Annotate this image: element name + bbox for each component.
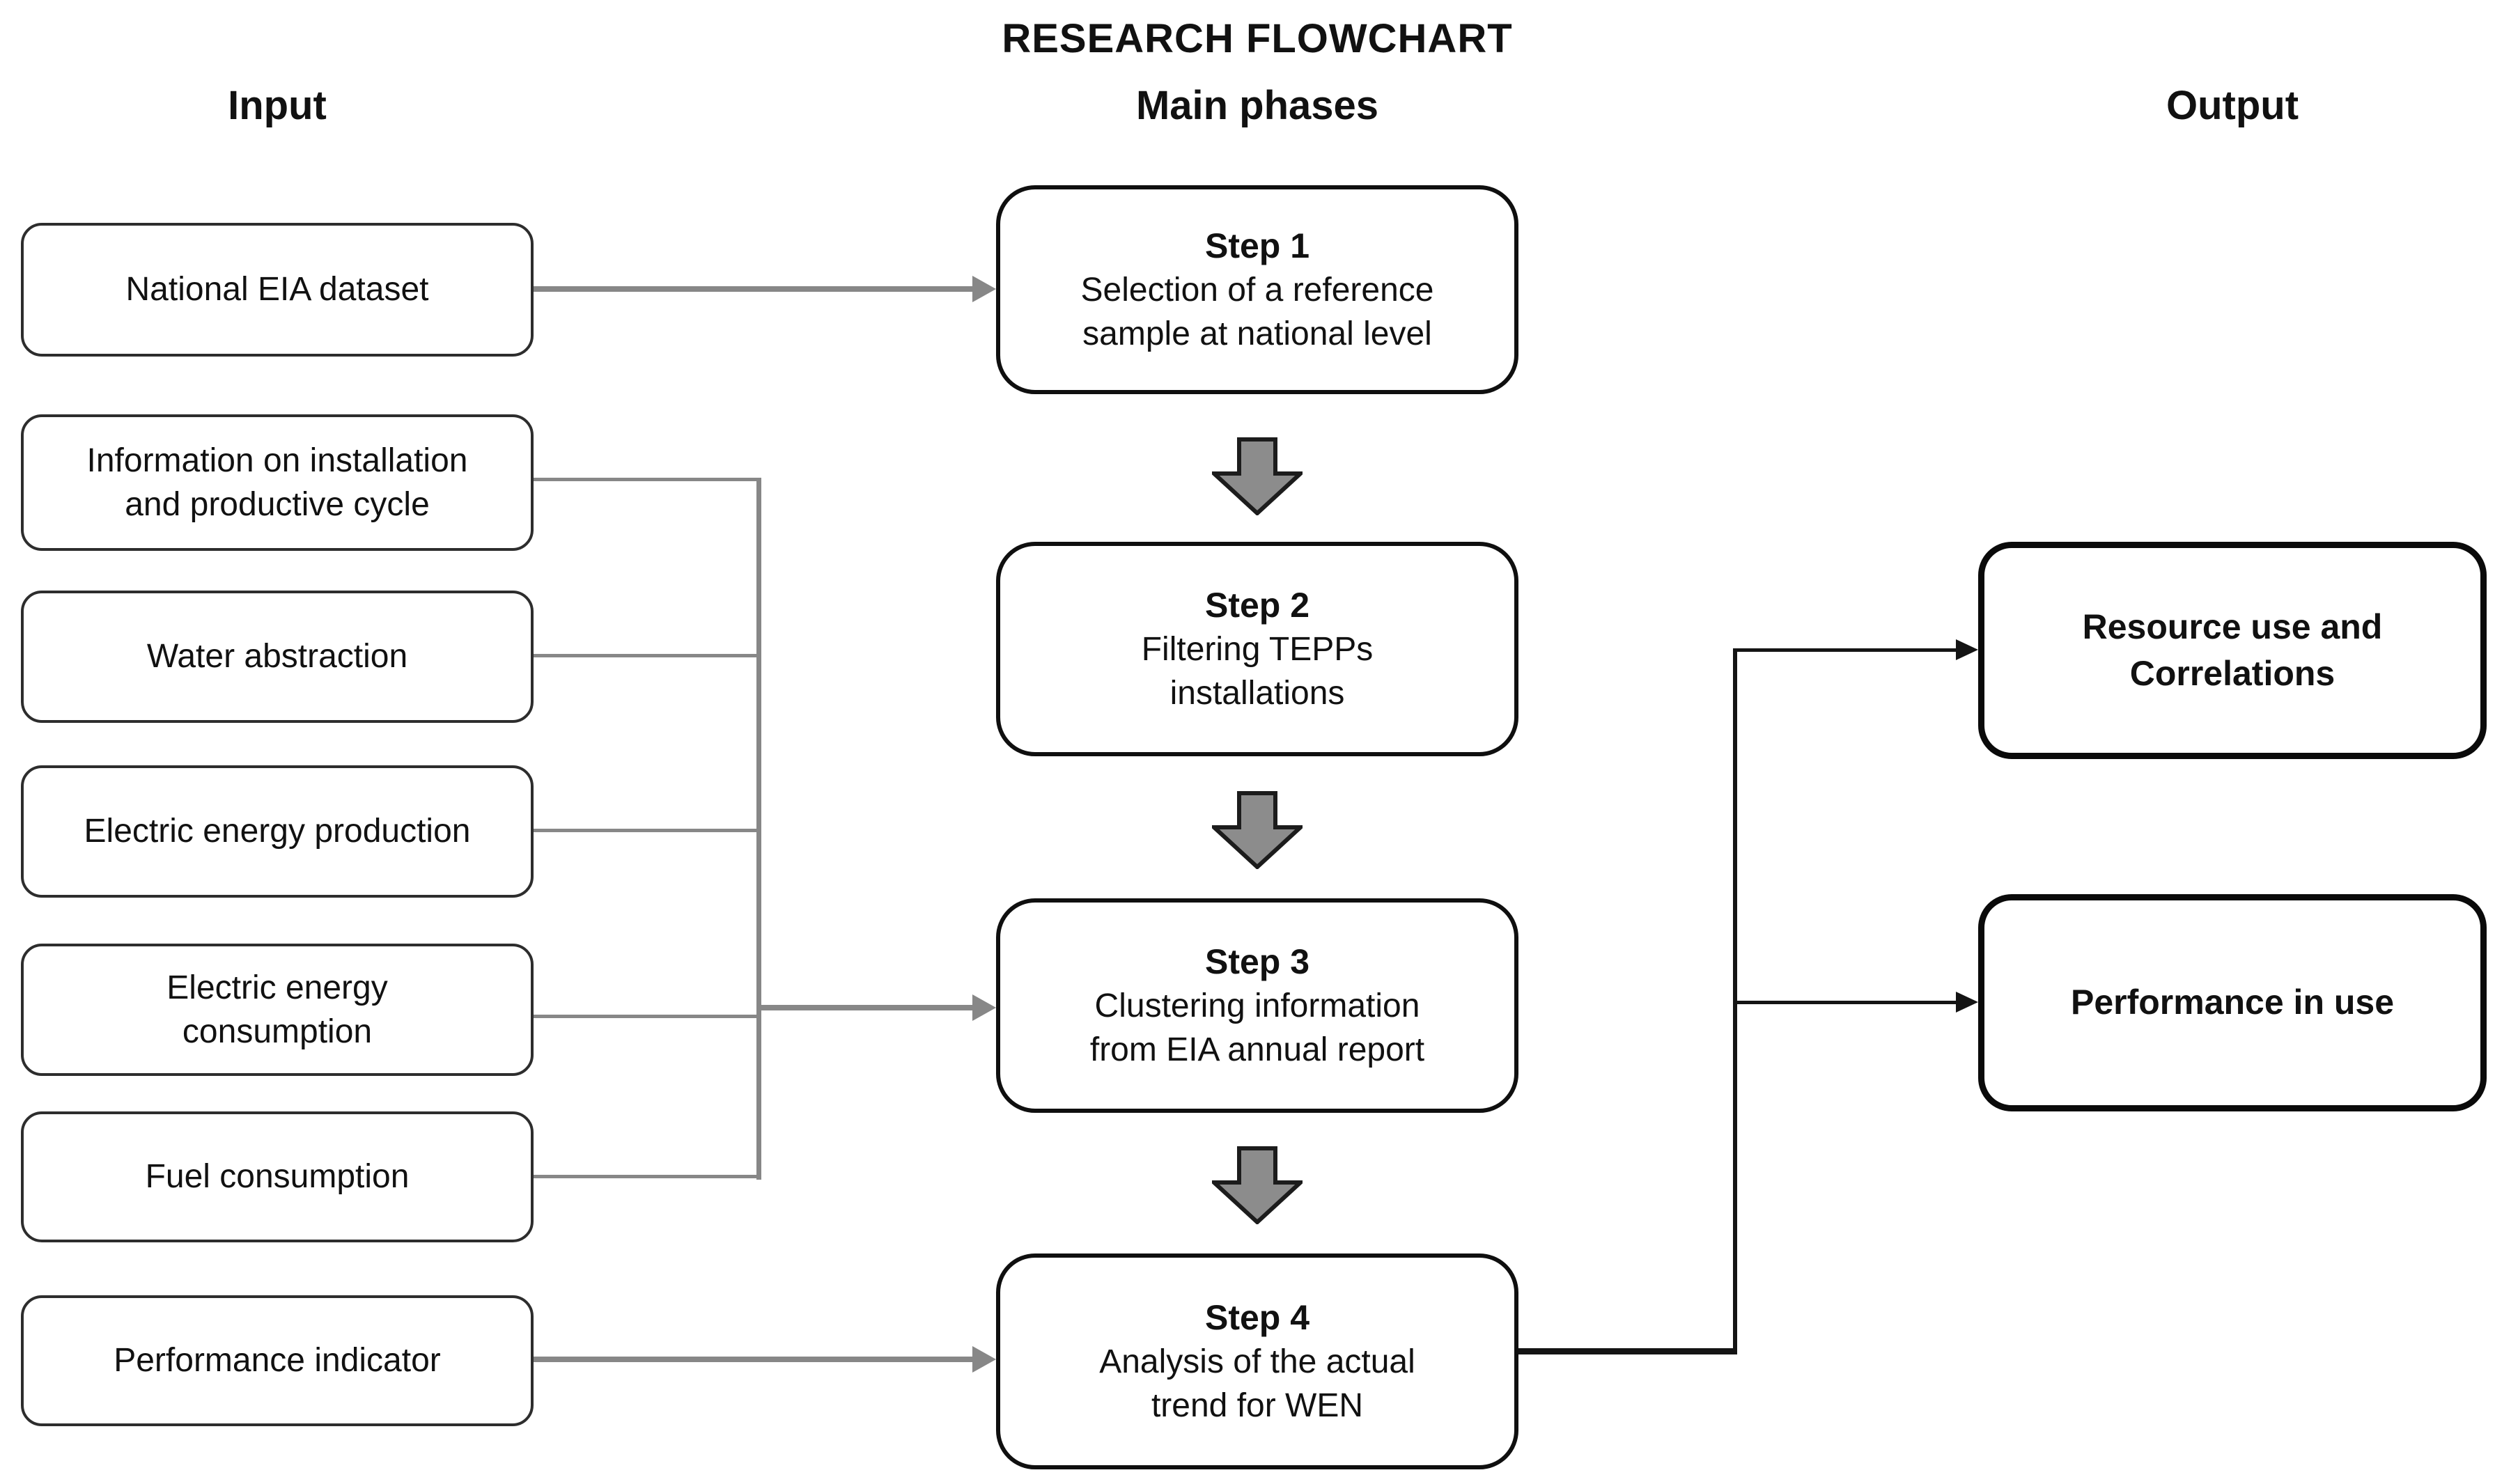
- connector-production-to-bus: [534, 829, 761, 832]
- input-box-electric-energy-consumption: Electric energy consumption: [21, 944, 534, 1076]
- input-box-label: Water abstraction: [146, 638, 408, 675]
- input-box-label: National EIA dataset: [125, 271, 429, 308]
- connector-fuel-to-bus: [534, 1175, 761, 1178]
- down-block-arrow-shape: [1212, 437, 1303, 515]
- step-box-4: Step 4 Analysis of the actual trend for …: [996, 1253, 1518, 1469]
- output-box-performance-in-use: Performance in use: [1978, 894, 2487, 1111]
- input-box-electric-energy-production: Electric energy production: [21, 765, 534, 898]
- input-box-label: Information on installation and producti…: [86, 442, 468, 523]
- step-title: Step 2: [1204, 586, 1310, 625]
- input-box-water-abstraction: Water abstraction: [21, 591, 534, 723]
- input-box-installation-productive-cycle: Information on installation and producti…: [21, 414, 534, 551]
- connector-to-performance-in-use: [1733, 1001, 1956, 1004]
- connector-installation-to-bus: [534, 478, 761, 481]
- step-description: Filtering TEPPs installations: [1141, 631, 1374, 712]
- connector-to-resource-use: [1733, 648, 1956, 652]
- connector-performance-indicator-to-step4: [534, 1357, 972, 1362]
- connector-bus-to-step3: [761, 1005, 972, 1010]
- input-box-fuel-consumption: Fuel consumption: [21, 1111, 534, 1242]
- input-box-label: Electric energy consumption: [166, 969, 388, 1050]
- output-box-label: Resource use and Correlations: [2082, 607, 2383, 694]
- down-block-arrow-icon: [1212, 437, 1303, 515]
- down-block-arrow-icon: [1212, 1146, 1303, 1224]
- step-description: Analysis of the actual trend for WEN: [1099, 1343, 1415, 1424]
- column-header-output: Output: [2166, 83, 2299, 128]
- connector-national-dataset-to-step1: [534, 286, 972, 292]
- step-box-1: Step 1 Selection of a reference sample a…: [996, 185, 1518, 394]
- input-box-label: Fuel consumption: [145, 1158, 410, 1196]
- output-box-resource-use-correlations: Resource use and Correlations: [1978, 542, 2487, 759]
- down-block-arrow-shape: [1212, 791, 1303, 869]
- step-box-3: Step 3 Clustering information from EIA a…: [996, 898, 1518, 1113]
- down-block-arrow-shape: [1212, 1146, 1303, 1224]
- gray-arrowhead-step4-icon: [972, 1346, 996, 1373]
- connector-input-bus-vertical: [756, 478, 761, 1180]
- step-box-2: Step 2 Filtering TEPPs installations: [996, 542, 1518, 756]
- step-title: Step 3: [1204, 942, 1310, 982]
- gray-arrowhead-step1-icon: [972, 276, 996, 302]
- step-description: Clustering information from EIA annual r…: [1089, 987, 1425, 1068]
- step-title: Step 1: [1204, 226, 1310, 266]
- step-description: Selection of a reference sample at natio…: [1080, 272, 1434, 352]
- connector-consumption-to-bus: [534, 1015, 761, 1018]
- step-title: Step 4: [1204, 1298, 1310, 1338]
- black-arrowhead-resource-use-icon: [1956, 639, 1978, 660]
- column-header-main-phases: Main phases: [1135, 83, 1379, 128]
- input-box-label: Electric energy production: [84, 813, 471, 850]
- input-box-performance-indicator: Performance indicator: [21, 1295, 534, 1426]
- input-box-national-eia-dataset: National EIA dataset: [21, 223, 534, 357]
- output-box-label: Performance in use: [2070, 983, 2395, 1022]
- input-box-label: Performance indicator: [114, 1342, 441, 1380]
- page-title: RESEARCH FLOWCHART: [1002, 16, 1513, 61]
- connector-water-to-bus: [534, 654, 761, 657]
- black-arrowhead-performance-in-use-icon: [1956, 992, 1978, 1013]
- column-header-input: Input: [228, 83, 327, 128]
- down-block-arrow-icon: [1212, 791, 1303, 869]
- gray-arrowhead-step3-icon: [972, 994, 996, 1021]
- connector-step4-output-stem: [1518, 1348, 1737, 1354]
